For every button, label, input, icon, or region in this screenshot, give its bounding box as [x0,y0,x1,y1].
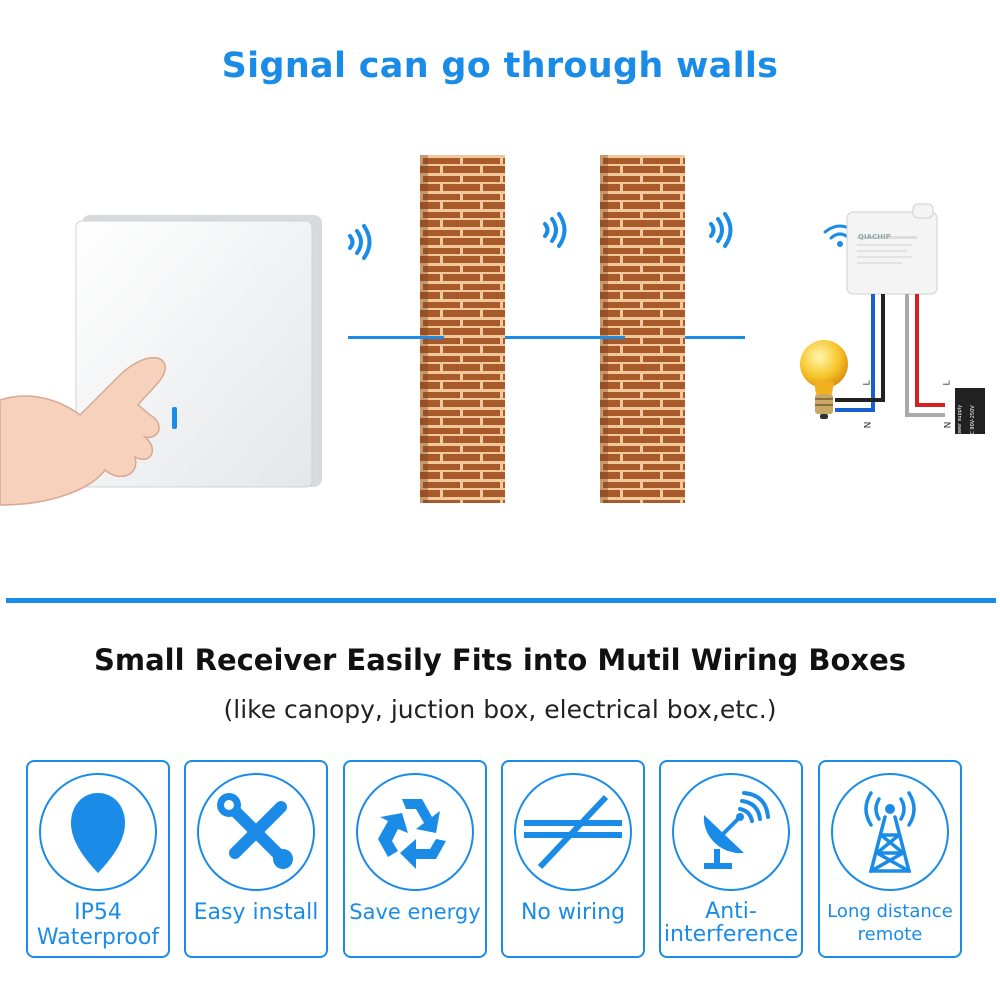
signal-line [505,336,625,339]
water-drop-icon [39,773,157,891]
hand-icon [0,345,200,515]
feature-card-save-energy: Save energy [343,760,487,958]
signal-waves-icon [706,210,736,250]
feature-label: Save energy [349,900,481,924]
receiver-module [795,200,1000,440]
receiver-brand-label: QIACHIP [858,233,891,241]
brick-wall-1 [420,155,505,503]
recycle-icon [356,773,474,891]
feature-card-anti-interference: Anti- interference [659,760,803,958]
signal-waves-icon [540,210,570,250]
wire-label-l: L [862,380,873,386]
feature-label-line1: IP54 [74,900,122,925]
light-bulb-icon [798,338,854,422]
feature-card-waterproof: IP54 Waterproof [26,760,170,958]
voltage-label: AC 90V-250V [970,405,976,438]
tools-icon [197,773,315,891]
feature-label: Easy install [193,900,319,925]
signal-line [685,336,745,339]
feature-label-line2: interference [663,922,799,947]
section-subtitle: (like canopy, juction box, electrical bo… [223,695,777,724]
feature-card-no-wiring: No wiring [501,760,645,958]
radio-tower-icon [831,773,949,891]
feature-label-line2: remote [857,924,923,945]
wire-label-n: N [863,421,874,429]
feature-card-easy-install: Easy install [184,760,328,958]
feature-label: No wiring [520,900,626,925]
wire-label-l: L [942,380,953,386]
feature-label-line1: Anti- [705,899,757,924]
section-divider [6,598,996,603]
brick-wall-2 [600,155,685,503]
section-title: Small Receiver Easily Fits into Mutil Wi… [93,643,907,677]
signal-waves-icon [345,222,375,262]
wire-label-n: N [943,421,954,429]
feature-card-long-distance: Long distance remote [818,760,962,958]
no-wiring-icon [514,773,632,891]
feature-label-line1: Long distance [827,901,953,922]
feature-label-line2: Waterproof [36,925,160,950]
signal-line [348,336,444,339]
satellite-dish-icon [672,773,790,891]
power-supply-label: Power supply [957,404,963,438]
headline: Signal can go through walls [221,46,779,86]
